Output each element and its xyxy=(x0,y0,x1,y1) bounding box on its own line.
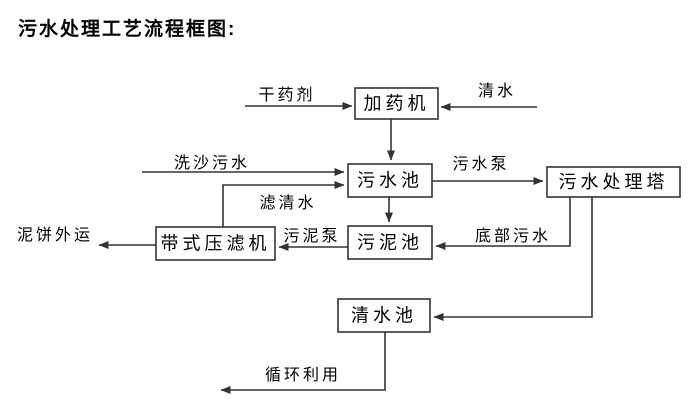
flow-label-sludge-pump-flow: 污泥泵 xyxy=(283,227,340,245)
page-title: 污水处理工艺流程框图: xyxy=(18,19,237,40)
flow-label-dry-agent-input: 干药剂 xyxy=(258,86,315,104)
node-sludge-pool xyxy=(347,225,433,260)
node-sewage-treatment-tower xyxy=(546,166,681,198)
node-label-clean-water-pool: 清水池 xyxy=(351,306,417,326)
flow-arrows-layer xyxy=(98,102,593,394)
node-clean-water-pool xyxy=(337,298,431,333)
node-label-belt-filter-press: 带式压滤机 xyxy=(161,234,271,254)
node-label-sewage-pool: 污水池 xyxy=(357,171,423,191)
flow-label-sewage-pump-flow: 污水泵 xyxy=(452,155,509,173)
flow-label-clean-water-input: 清水 xyxy=(478,82,516,100)
node-belt-filter-press xyxy=(155,226,276,261)
flow-label-filtered-water-return: 滤清水 xyxy=(259,194,316,212)
node-label-sewage-treatment-tower: 污水处理塔 xyxy=(559,172,669,192)
flow-label-mud-cake-output: 泥饼外运 xyxy=(17,226,93,244)
flow-arrow-bottom-sewage-return xyxy=(435,197,571,250)
node-label-dosing-machine: 加药机 xyxy=(364,94,430,114)
flow-label-bottom-sewage-return: 底部污水 xyxy=(475,227,551,245)
node-sewage-pool xyxy=(347,163,433,198)
flow-label-recycling-output: 循环利用 xyxy=(265,366,341,384)
flow-arrow-recycling-output xyxy=(220,332,386,394)
node-label-sludge-pool: 污泥池 xyxy=(357,233,423,253)
flow-label-sand-washing-sewage-input: 洗沙污水 xyxy=(174,154,250,172)
flow-arrow-filtered-water-return xyxy=(222,181,345,227)
node-dosing-machine xyxy=(354,87,439,120)
flow-arrow-tower-to-clean-water-pool xyxy=(433,197,593,321)
